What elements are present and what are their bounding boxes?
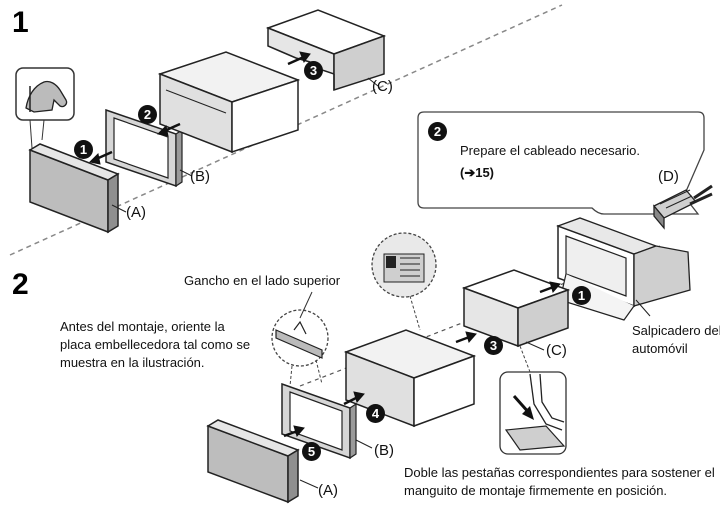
hook-label: Gancho en el lado superior <box>184 273 341 288</box>
wiring-callout <box>417 111 713 230</box>
sleeve-c-2 <box>461 269 571 351</box>
dashboard-label-line-2: automóvil <box>632 341 688 356</box>
arrow-icon <box>283 281 561 438</box>
trim-plate-b-2 <box>281 382 373 460</box>
hand-icon <box>25 80 68 113</box>
before-mount-line-3: muestra en la ilustración. <box>60 355 205 370</box>
part-label-c-1: (C) <box>372 78 393 95</box>
badge-step2-3: 3 <box>484 336 503 355</box>
badge-step2-4: 4 <box>366 404 385 423</box>
trim-plate-b-1 <box>105 108 193 188</box>
connector-icon <box>652 184 713 230</box>
unit-body-1 <box>157 51 301 154</box>
badge-step2-5: 5 <box>302 442 321 461</box>
catch-inset <box>371 232 437 331</box>
unit-body-2 <box>343 329 477 428</box>
step-number-2: 2 <box>12 268 29 301</box>
tabs-label-line-2: manguito de montaje firmemente en posici… <box>404 483 668 498</box>
part-label-c-2: (C) <box>546 342 567 359</box>
badge-step1-3: 3 <box>304 61 323 80</box>
badge-step2-1: 1 <box>572 286 591 305</box>
tabs-label-line-1: Doble las pestañas correspondientes para… <box>404 465 715 480</box>
before-mount-line-2: placa embellecedora tal como se <box>60 337 251 352</box>
part-label-d: (D) <box>658 168 679 185</box>
badge-step1-1: 1 <box>74 140 93 159</box>
hook-inset <box>271 291 329 387</box>
part-label-b-2: (B) <box>374 442 394 459</box>
callout-line-1: Prepare el cableado necesario. <box>460 143 640 158</box>
step-number-1: 1 <box>12 6 29 39</box>
hand-inset <box>15 67 75 149</box>
dashboard <box>556 217 691 321</box>
arrow-icon <box>88 51 311 165</box>
part-label-a-1: (A) <box>126 204 146 221</box>
faceplate-a-1 <box>28 143 127 234</box>
dashboard-label-line-1: Salpicadero del <box>632 323 720 338</box>
badge-step1-2: 2 <box>138 105 157 124</box>
part-label-b-1: (B) <box>190 168 210 185</box>
callout-page-ref: (➔15) <box>460 165 495 180</box>
tab-inset <box>499 345 567 455</box>
faceplate-a-2 <box>206 419 319 504</box>
callout-badge: 2 <box>428 122 447 141</box>
before-mount-line-1: Antes del montaje, oriente la <box>60 319 225 334</box>
part-label-a-2: (A) <box>318 482 338 499</box>
